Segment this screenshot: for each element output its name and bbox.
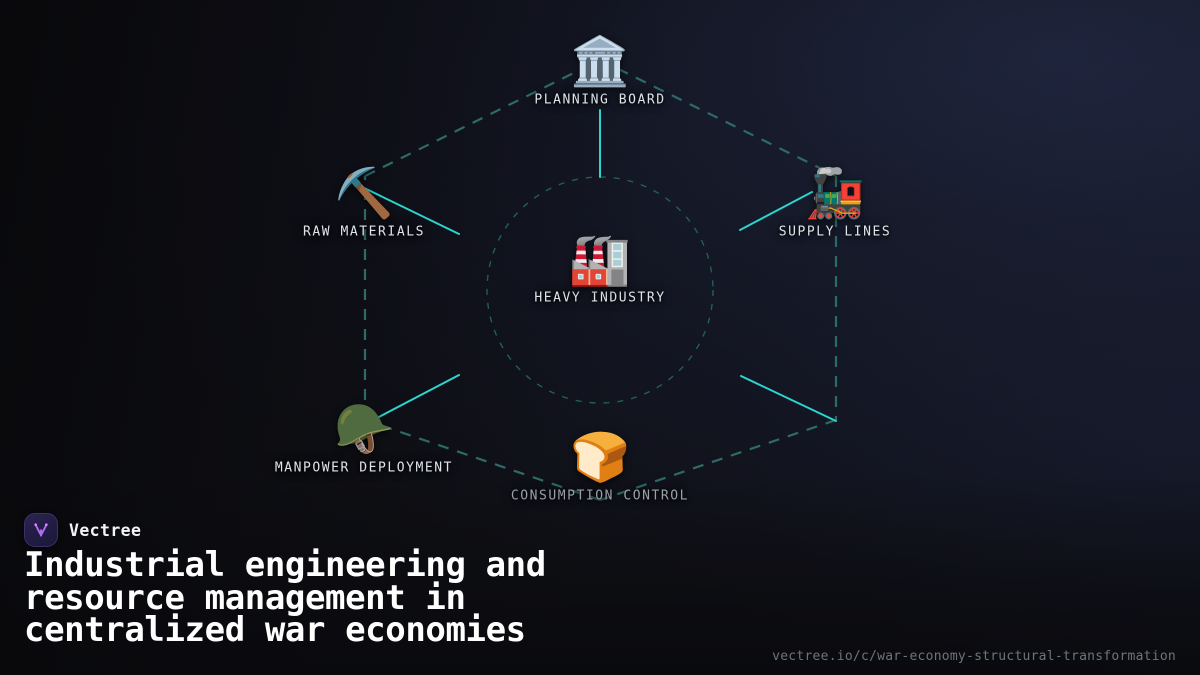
center-orbit-circle <box>486 176 714 404</box>
brand-lockup[interactable]: Vectree <box>24 513 141 547</box>
spoke-line <box>359 185 460 235</box>
pick-icon: ⛏️ <box>334 165 394 222</box>
node-label-heavy-industry: HEAVY INDUSTRY <box>534 290 666 306</box>
diagram-node-manpower-deployment[interactable]: 🪖 MANPOWER DEPLOYMENT <box>234 401 494 476</box>
hexagon-perimeter <box>363 59 838 502</box>
perimeter-edge <box>364 59 601 177</box>
node-label-consumption-control: CONSUMPTION CONTROL <box>510 488 690 504</box>
node-label-supply-lines: SUPPLY LINES <box>778 224 892 240</box>
footer: Vectree Industrial engineering and resou… <box>0 503 1200 675</box>
node-label-manpower-deployment: MANPOWER DEPLOYMENT <box>274 460 454 476</box>
factory-icon: 🏭 <box>568 230 632 289</box>
diagram-node-raw-materials[interactable]: ⛏️ RAW MATERIALS <box>234 165 494 240</box>
node-label-raw-materials: RAW MATERIALS <box>303 224 425 240</box>
vectree-v-logo-icon <box>24 513 58 547</box>
diagram-node-supply-lines[interactable]: 🚂 SUPPLY LINES <box>705 165 965 240</box>
spoke-line <box>357 374 460 429</box>
perimeter-edge <box>599 418 837 502</box>
spoke-line <box>740 375 837 422</box>
classical-building-icon: 🏛️ <box>570 33 630 90</box>
spoke-connectors <box>357 109 837 429</box>
orbit-circle <box>486 176 714 404</box>
perimeter-edge <box>364 418 601 502</box>
permalink-url[interactable]: vectree.io/c/war-economy-structural-tran… <box>772 649 1176 664</box>
brand-name: Vectree <box>69 520 142 540</box>
military-helmet-icon: 🪖 <box>334 401 394 458</box>
diagram-node-planning-board[interactable]: 🏛️ PLANNING BOARD <box>470 33 730 108</box>
spoke-line <box>739 191 813 231</box>
locomotive-icon: 🚂 <box>805 165 865 222</box>
perimeter-edge <box>599 59 837 177</box>
diagram-node-consumption-control[interactable]: 🍞 CONSUMPTION CONTROL <box>470 429 730 504</box>
page-title: Industrial engineering and resource mana… <box>24 545 546 650</box>
node-label-planning-board: PLANNING BOARD <box>534 92 666 108</box>
diagram-node-heavy-industry[interactable]: 🏭HEAVY INDUSTRY <box>470 231 730 306</box>
bread-icon: 🍞 <box>570 429 630 486</box>
